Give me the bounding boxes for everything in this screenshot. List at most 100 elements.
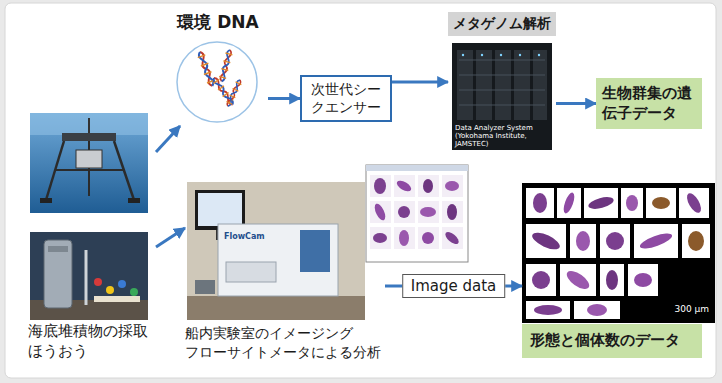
plankton-image-part xyxy=(526,224,566,258)
sea-photo-part xyxy=(128,198,140,203)
screen-image-part xyxy=(370,227,391,249)
panel-part xyxy=(5,3,716,378)
server-photo-part xyxy=(459,90,545,91)
sea-photo-part xyxy=(62,133,116,141)
lab-photo-part xyxy=(195,280,215,294)
logo-text: FlowCam xyxy=(224,232,268,242)
sediment-photo-part xyxy=(118,280,126,288)
plankton-image-part xyxy=(587,195,615,211)
server-photo-part xyxy=(459,105,545,106)
flow-arrow xyxy=(556,102,596,105)
screen-image-part xyxy=(418,227,439,249)
lab-photo-part xyxy=(218,224,338,296)
plankton-image-part xyxy=(688,231,704,251)
screen-image-part xyxy=(442,227,463,249)
screen-image-part xyxy=(443,230,460,246)
plankton-image-part xyxy=(530,229,562,253)
plankton-image-part xyxy=(600,264,624,296)
plankton-image-part xyxy=(652,197,670,209)
plankton-image-part xyxy=(522,183,715,323)
plankton-image-part xyxy=(564,268,592,293)
lab-photo-part xyxy=(187,182,365,320)
sea-photo-part xyxy=(55,169,124,171)
lab-photo-part xyxy=(300,230,330,272)
screen-image-part xyxy=(394,201,415,223)
sediment-photo-part xyxy=(48,246,68,252)
sea-photo-part xyxy=(88,118,90,135)
screen-image-part xyxy=(373,202,388,222)
dna-circle: 環境 DNA xyxy=(168,12,268,126)
server-photo-part xyxy=(452,43,552,150)
dna-circle xyxy=(177,42,257,122)
lab-photo-part xyxy=(187,296,365,320)
node-text: 環境 DNA xyxy=(168,12,268,33)
node-text: 生物群集の遺伝子データ xyxy=(602,84,696,123)
screen-image-part xyxy=(445,181,459,191)
lab-photo xyxy=(187,182,365,320)
server-photo xyxy=(452,43,552,150)
dna-circle-part xyxy=(218,49,233,82)
sampling-photo: 海底堆積物の採取 ほうおう xyxy=(28,112,156,361)
process-box: 次世代シークエンサー xyxy=(300,75,392,122)
dna-circle-part xyxy=(225,79,243,108)
screen-image xyxy=(366,165,468,262)
screen-image-part xyxy=(447,204,457,220)
server-photo-part xyxy=(459,75,545,76)
sea-photo-part xyxy=(30,113,148,135)
plankton-image-part xyxy=(587,304,607,316)
plankton-image-part xyxy=(638,230,673,251)
screen-image-part xyxy=(398,206,410,218)
sea-photo xyxy=(30,113,148,213)
lab-photo-part xyxy=(226,262,276,282)
plankton-image-part xyxy=(526,264,556,296)
plankton-image-part xyxy=(526,301,570,319)
plankton-image-part xyxy=(532,271,550,289)
sediment-photo-part xyxy=(85,250,88,305)
plankton-image-part xyxy=(574,301,620,319)
screen-image-part xyxy=(395,179,413,194)
server-photo-part xyxy=(500,54,502,56)
sediment-photo-part xyxy=(94,296,140,302)
screen-image-part xyxy=(442,175,463,197)
plankton-image-part xyxy=(576,231,590,251)
sediment-photo-part xyxy=(44,240,72,308)
sea-photo-part xyxy=(40,198,52,203)
server-photo-part xyxy=(462,54,464,56)
lab-photo: 船内実験室のイメージング フローサイトメータによる分析 xyxy=(185,181,385,362)
screen-image-part xyxy=(394,227,415,249)
panel xyxy=(5,3,716,378)
sediment-photo xyxy=(30,232,148,320)
plankton-image-part xyxy=(584,188,618,218)
screen-image-part xyxy=(442,201,463,223)
node-text: 次世代シークエンサー xyxy=(305,81,387,116)
flow-arrow xyxy=(156,126,180,152)
screen-image-part xyxy=(422,232,434,244)
plankton-image-part xyxy=(600,224,630,258)
server-photo-part xyxy=(519,54,521,56)
screen-image-part xyxy=(370,175,391,197)
plankton-image-part xyxy=(634,273,652,287)
plankton-image-part xyxy=(684,191,704,215)
plankton-image xyxy=(522,183,715,323)
server-photo-part xyxy=(459,60,545,61)
screen-image-part xyxy=(423,179,433,193)
screen-image-part xyxy=(366,165,468,171)
plankton-image-part xyxy=(646,188,676,218)
node-text: 形態と個体数のデータ xyxy=(530,331,694,351)
sediment-photo-part xyxy=(130,288,138,296)
result-box: 形態と個体数のデータ xyxy=(522,324,702,358)
node-text: 海底堆積物の採取 ほうおう xyxy=(28,322,156,361)
screen-image-part xyxy=(374,178,386,194)
sea-photo-part xyxy=(30,113,148,213)
node-text: 船内実験室のイメージング フローサイトメータによる分析 xyxy=(185,324,385,362)
dna-circle-part xyxy=(177,42,257,122)
plankton-image-part xyxy=(679,188,709,218)
plankton-image-part xyxy=(606,270,618,290)
plankton-image-part xyxy=(570,224,596,258)
plankton-image-part xyxy=(560,264,596,296)
sea-photo-part xyxy=(76,150,102,168)
plankton-image-part xyxy=(526,188,554,218)
screen-image-part xyxy=(394,175,415,197)
screen-image-part xyxy=(370,201,391,223)
